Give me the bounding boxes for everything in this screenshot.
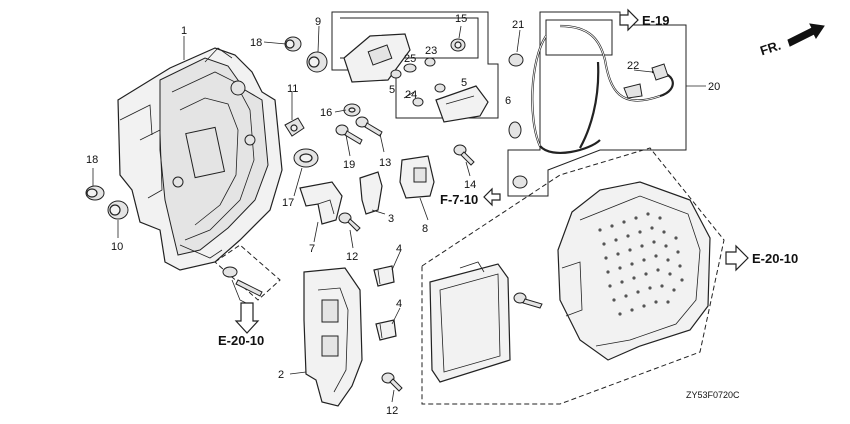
callout-8: 8 [422, 223, 428, 235]
part-21-connector [508, 53, 524, 139]
callout-23: 23 [425, 45, 437, 57]
front-label: FR. [758, 38, 783, 59]
callout-5-right: 5 [461, 77, 467, 89]
callout-20: 20 [708, 81, 720, 93]
part-1-electrical-housing [117, 47, 283, 271]
part-15-nut [450, 38, 466, 52]
part-9-grommet [306, 51, 328, 73]
part-18-grommet-top [284, 36, 302, 52]
callout-14: 14 [464, 179, 476, 191]
part-22-clip [623, 63, 669, 99]
part-13-bolt [355, 116, 383, 137]
callout-19: 19 [343, 159, 355, 171]
callout-7: 7 [309, 243, 315, 255]
part-11-clip [284, 117, 305, 137]
part-18-grommet-left [85, 185, 105, 201]
front-arrow-icon [787, 23, 825, 47]
part-8-connector [399, 155, 435, 199]
part-16-washer [343, 103, 361, 117]
callout-18-top: 18 [250, 37, 262, 49]
part-20-wire-harness [531, 24, 674, 154]
ref-f-7-10: F-7-10 [440, 192, 478, 207]
callout-4-lower: 4 [396, 298, 402, 310]
part-17-clamp [293, 148, 319, 168]
part-10-grommet [107, 200, 129, 220]
e-20-10-left-arrow [234, 302, 260, 334]
callout-16: 16 [320, 107, 332, 119]
ref-e-19: E-19 [642, 13, 669, 28]
part-6-relay-cover [435, 85, 489, 123]
callout-22: 22 [627, 60, 639, 72]
part-7-stay [299, 181, 343, 225]
part-14-bolt [453, 144, 475, 166]
callout-6: 6 [505, 95, 511, 107]
callout-10: 10 [111, 241, 123, 253]
ref-e-20-10-right: E-20-10 [752, 251, 798, 266]
part-23-screw [424, 57, 436, 67]
f-7-10-arrow [483, 187, 501, 207]
ecu-bolt [513, 292, 543, 309]
e-20-10-right-arrow [725, 244, 749, 272]
part-4-clip-upper [373, 265, 395, 287]
callout-2: 2 [278, 369, 284, 381]
part-ecu-module [429, 261, 511, 383]
reference-labels: E-19 E-20-10 E-20-10 F-7-10 FR. ZY53F072… [218, 13, 798, 400]
callout-9: 9 [315, 16, 321, 28]
part-12-bolt-lower [381, 372, 403, 392]
part-12-bolt-upper [338, 212, 361, 232]
callout-15: 15 [455, 13, 467, 25]
callout-12-upper: 12 [346, 251, 358, 263]
callout-1: 1 [181, 25, 187, 37]
part-nut-lower [512, 175, 528, 189]
part-25-screw [403, 63, 417, 73]
callout-4-upper: 4 [396, 243, 402, 255]
ecu-dashed-frame [421, 147, 725, 405]
callout-3: 3 [388, 213, 394, 225]
callout-21: 21 [512, 19, 524, 31]
callout-5-left: 5 [389, 84, 395, 96]
cover-vent-holes [598, 212, 684, 316]
part-24-screw [412, 97, 424, 107]
bolt-group-left [214, 244, 281, 305]
callout-13: 13 [379, 157, 391, 169]
callout-12-lower: 12 [386, 405, 398, 417]
callout-25: 25 [404, 53, 416, 65]
callout-17: 17 [282, 197, 294, 209]
ref-e-20-10-left: E-20-10 [218, 333, 264, 348]
callout-24: 24 [405, 89, 417, 101]
diagram-code: ZY53F0720C [686, 390, 740, 400]
callout-labels: 1 2 3 4 4 5 5 6 7 8 9 10 11 12 12 13 14 … [86, 13, 720, 417]
callout-18-left: 18 [86, 154, 98, 166]
leader-lines [92, 25, 706, 403]
part-5-screw [390, 69, 446, 93]
e-19-arrow [619, 8, 639, 32]
part-2-lower-bracket [303, 267, 363, 407]
part-4-clip-lower [375, 319, 397, 341]
part-19-bolt [335, 124, 363, 145]
callout-11: 11 [287, 83, 298, 95]
part-ecu-cover [557, 181, 711, 361]
part-3-bracket [359, 171, 383, 215]
